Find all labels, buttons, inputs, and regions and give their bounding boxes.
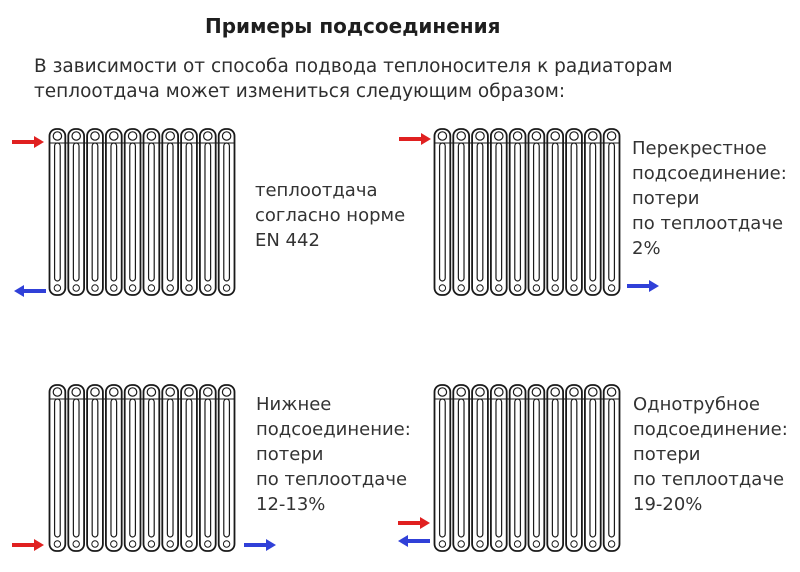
caption-single-pipe: Однотрубное подсоединение: потери по теп…: [633, 392, 788, 517]
caption-line: EN 442: [255, 230, 320, 251]
return-arrow-icon: [14, 285, 46, 297]
caption-line: потери: [633, 444, 701, 465]
caption-line: подсоединение:: [256, 419, 411, 440]
supply-arrow-icon: [399, 133, 431, 145]
caption-line: теплоотдача: [255, 180, 378, 201]
caption-line: согласно норме: [255, 205, 406, 226]
caption-line: Нижнее: [256, 394, 332, 415]
intro-line: В зависимости от способа подвода теплоно…: [34, 56, 673, 77]
caption-line: 12-13%: [256, 494, 326, 515]
supply-arrow-icon: [12, 136, 44, 148]
return-arrow-icon: [398, 535, 430, 547]
caption-line: по теплоотдаче: [632, 213, 784, 234]
caption-bottom: Нижнее подсоединение: потери по теплоотд…: [256, 392, 411, 517]
supply-arrow-icon: [398, 517, 430, 529]
caption-line: 19-20%: [633, 494, 703, 515]
page-title: Примеры подсоединения: [205, 14, 501, 38]
intro-line: теплоотдача может измениться следующим о…: [34, 81, 566, 102]
intro-text: В зависимости от способа подвода теплоно…: [34, 54, 673, 104]
caption-line: потери: [632, 188, 700, 209]
return-arrow-icon: [244, 539, 276, 551]
caption-line: подсоединение:: [632, 163, 787, 184]
caption-line: потери: [256, 444, 324, 465]
caption-line: по теплоотдаче: [256, 469, 408, 490]
caption-line: по теплоотдаче: [633, 469, 785, 490]
supply-arrow-icon: [12, 539, 44, 551]
caption-line: 2%: [632, 238, 661, 259]
caption-line: Однотрубное: [633, 394, 760, 415]
return-arrow-icon: [627, 280, 659, 292]
caption-line: подсоединение:: [633, 419, 788, 440]
caption-line: Перекрестное: [632, 138, 767, 159]
caption-diagonal: Перекрестное подсоединение: потери по те…: [632, 136, 787, 261]
caption-standard: теплоотдача согласно норме EN 442: [255, 178, 405, 253]
